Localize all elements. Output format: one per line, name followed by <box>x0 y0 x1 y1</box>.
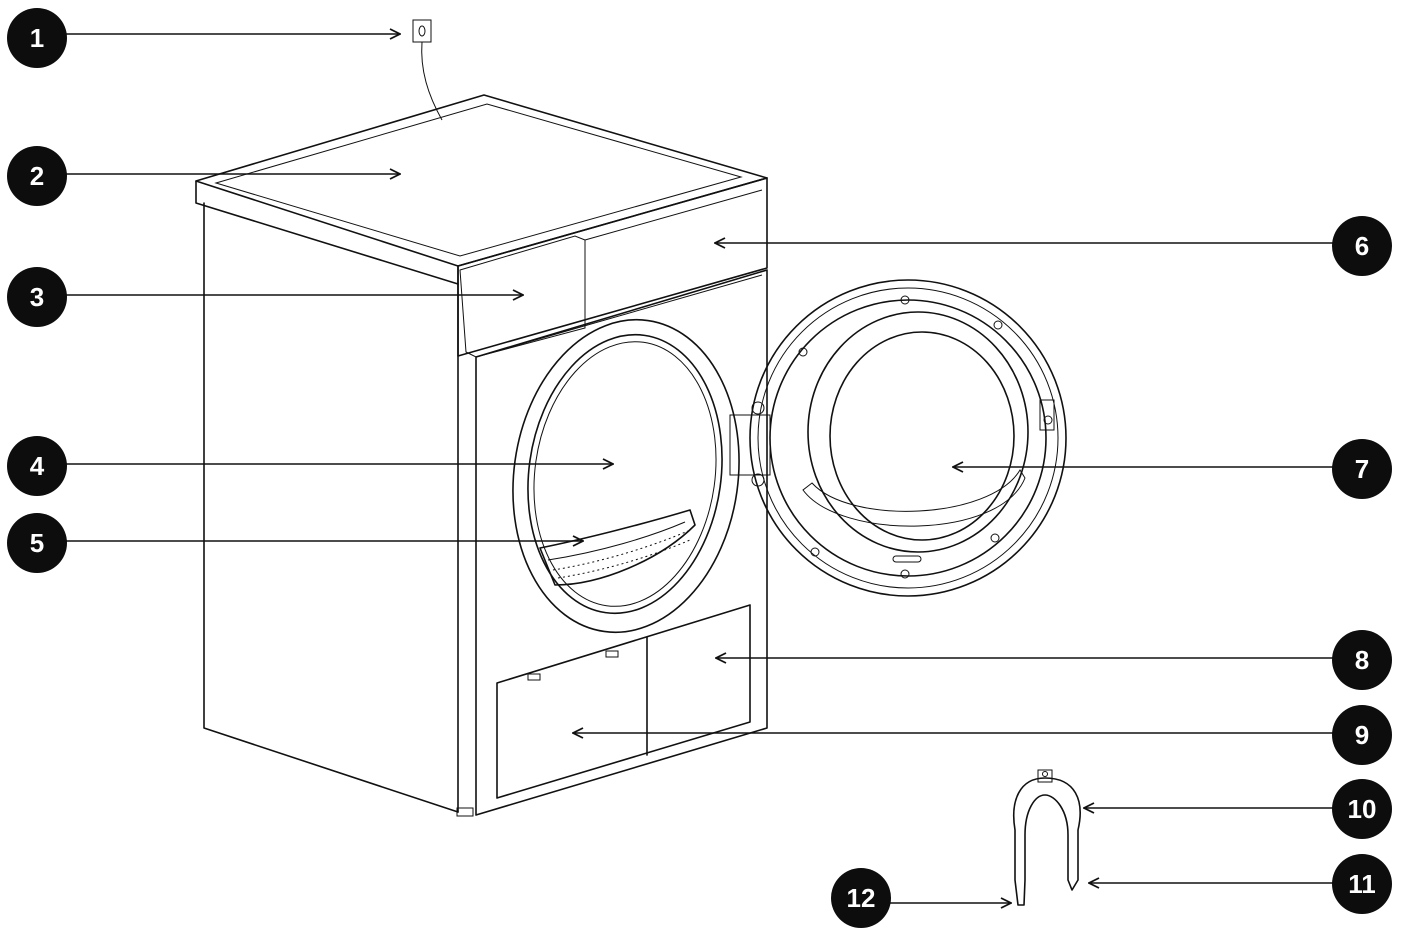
callout-badge-8: 8 <box>1332 630 1392 690</box>
hose-holder <box>1013 769 1081 906</box>
callout-badge-7: 7 <box>1332 439 1392 499</box>
callout-number: 1 <box>30 23 44 53</box>
filter <box>539 509 696 586</box>
callout-number: 11 <box>1348 869 1376 899</box>
callout-badge-1: 1 <box>7 8 67 68</box>
callout-number: 8 <box>1355 645 1369 675</box>
callout-number: 9 <box>1355 720 1369 750</box>
callout-number: 10 <box>1348 794 1377 824</box>
callout-number: 6 <box>1355 231 1369 261</box>
callout-number: 12 <box>847 883 876 913</box>
dryer-body <box>195 94 768 817</box>
callout-badge-10: 10 <box>1332 779 1392 839</box>
callout-number: 2 <box>30 161 44 191</box>
door <box>749 279 1067 597</box>
callout-badges: 1 2 3 4 5 6 7 8 <box>7 8 1392 928</box>
kickplate-panels <box>496 604 751 799</box>
callout-number: 7 <box>1355 454 1369 484</box>
callout-badge-9: 9 <box>1332 705 1392 765</box>
callout-badge-5: 5 <box>7 513 67 573</box>
callout-badge-6: 6 <box>1332 216 1392 276</box>
callout-badge-3: 3 <box>7 267 67 327</box>
callout-badge-12: 12 <box>831 868 891 928</box>
callout-number: 3 <box>30 282 44 312</box>
power-socket <box>412 19 443 121</box>
drum-opening <box>512 318 740 634</box>
callout-number: 4 <box>30 451 45 481</box>
callout-badge-4: 4 <box>7 436 67 496</box>
callout-badge-2: 2 <box>7 146 67 206</box>
callout-number: 5 <box>30 528 44 558</box>
callout-badge-11: 11 <box>1332 854 1392 914</box>
callout-arrows <box>61 34 1339 903</box>
